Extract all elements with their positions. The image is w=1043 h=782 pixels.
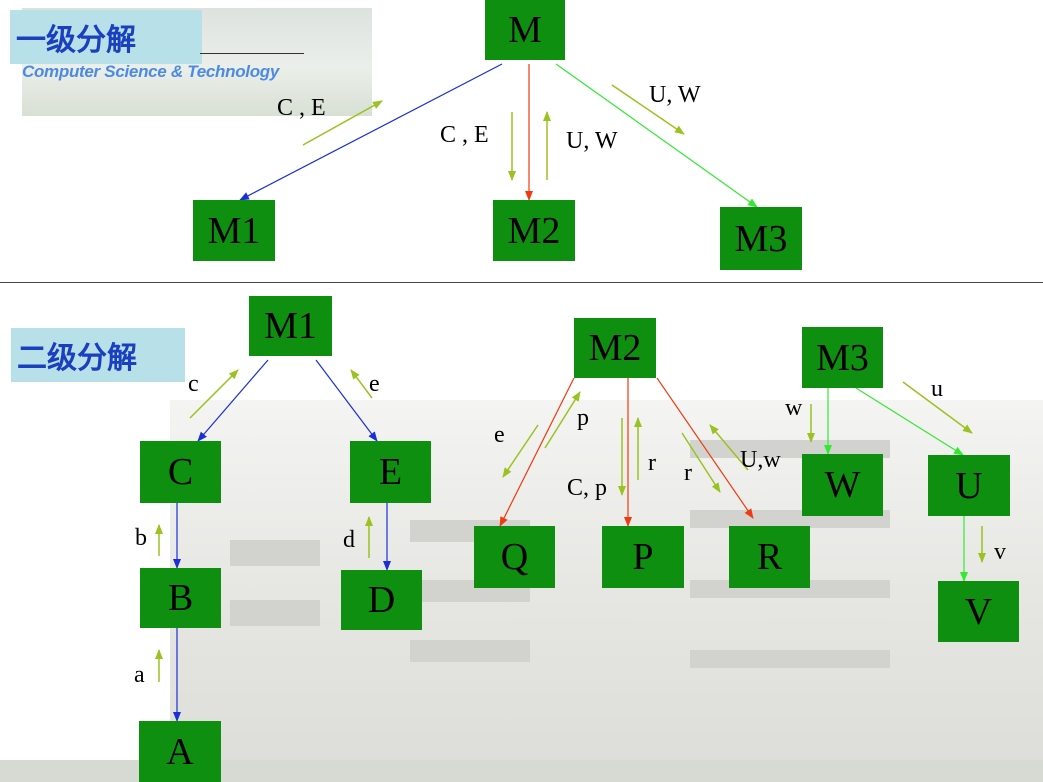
flow-arrow-m1-up xyxy=(302,100,383,146)
flow-arrow-q-up xyxy=(544,391,581,449)
node-m1-top: M1 xyxy=(193,200,275,261)
label-m1-e: e xyxy=(369,371,380,397)
edge-m2-r xyxy=(656,377,754,519)
flow-arrow-m3-down xyxy=(611,84,685,135)
flow-arrow-u-down xyxy=(902,381,973,434)
level1-title: 一级分解 xyxy=(10,10,202,64)
edge-m1-e xyxy=(315,359,378,442)
edge-m-m1 xyxy=(239,63,503,201)
label-m-m3: U, W xyxy=(649,82,701,108)
label-m3-w: w xyxy=(785,395,803,421)
label-m2-r-r: r xyxy=(684,460,692,486)
section-divider xyxy=(0,282,1043,283)
node-m3-top: M3 xyxy=(720,207,802,270)
label-m2-p-r: r xyxy=(648,450,656,476)
level2-title: 二级分解 xyxy=(11,328,185,382)
label-b-a: a xyxy=(134,662,145,688)
edge-m-m3 xyxy=(555,63,758,208)
node-m1: M1 xyxy=(249,296,332,356)
node-m2: M2 xyxy=(574,318,656,378)
flow-arrow-c-up xyxy=(189,369,239,419)
banner-subtitle: Computer Science & Technology xyxy=(22,62,280,81)
node-u: U xyxy=(928,455,1010,516)
flow-arrow-e-up xyxy=(350,369,373,399)
node-d: D xyxy=(341,570,422,630)
label-m-m2-down: C , E xyxy=(440,122,489,148)
label-m2-p-cp: C, p xyxy=(567,475,608,501)
node-q: Q xyxy=(474,526,555,588)
label-m2-q-p: p xyxy=(577,405,589,431)
label-c-b: b xyxy=(135,525,147,551)
label-e-d: d xyxy=(343,527,355,553)
label-m-m1: C , E xyxy=(277,95,326,121)
node-p: P xyxy=(602,526,684,588)
node-w: W xyxy=(802,454,883,516)
title-underline xyxy=(200,53,304,54)
label-m3-u: u xyxy=(931,376,943,402)
edge-m1-c xyxy=(197,359,269,442)
label-m1-c: c xyxy=(188,371,199,397)
edge-m3-u xyxy=(855,387,964,456)
flow-arrow-r-down xyxy=(681,432,721,493)
label-m-m2-up: U, W xyxy=(566,128,618,154)
edge-m2-q xyxy=(499,377,575,527)
label-u-v: v xyxy=(994,539,1006,565)
node-m3: M3 xyxy=(802,327,883,388)
building-background-photo xyxy=(170,400,1043,782)
node-r: R xyxy=(729,526,810,588)
node-b: B xyxy=(140,568,221,628)
flow-arrow-r-up xyxy=(709,424,749,471)
node-a: A xyxy=(139,721,221,782)
flow-arrow-q-down xyxy=(502,424,539,478)
node-m2-top: M2 xyxy=(493,200,575,261)
node-m: M xyxy=(485,0,565,60)
label-m2-r-uw: U,w xyxy=(740,447,781,473)
node-c: C xyxy=(140,441,221,503)
label-m2-q-e: e xyxy=(494,422,505,448)
node-e: E xyxy=(350,441,431,503)
node-v: V xyxy=(938,581,1019,642)
ground-strip xyxy=(0,760,1043,782)
